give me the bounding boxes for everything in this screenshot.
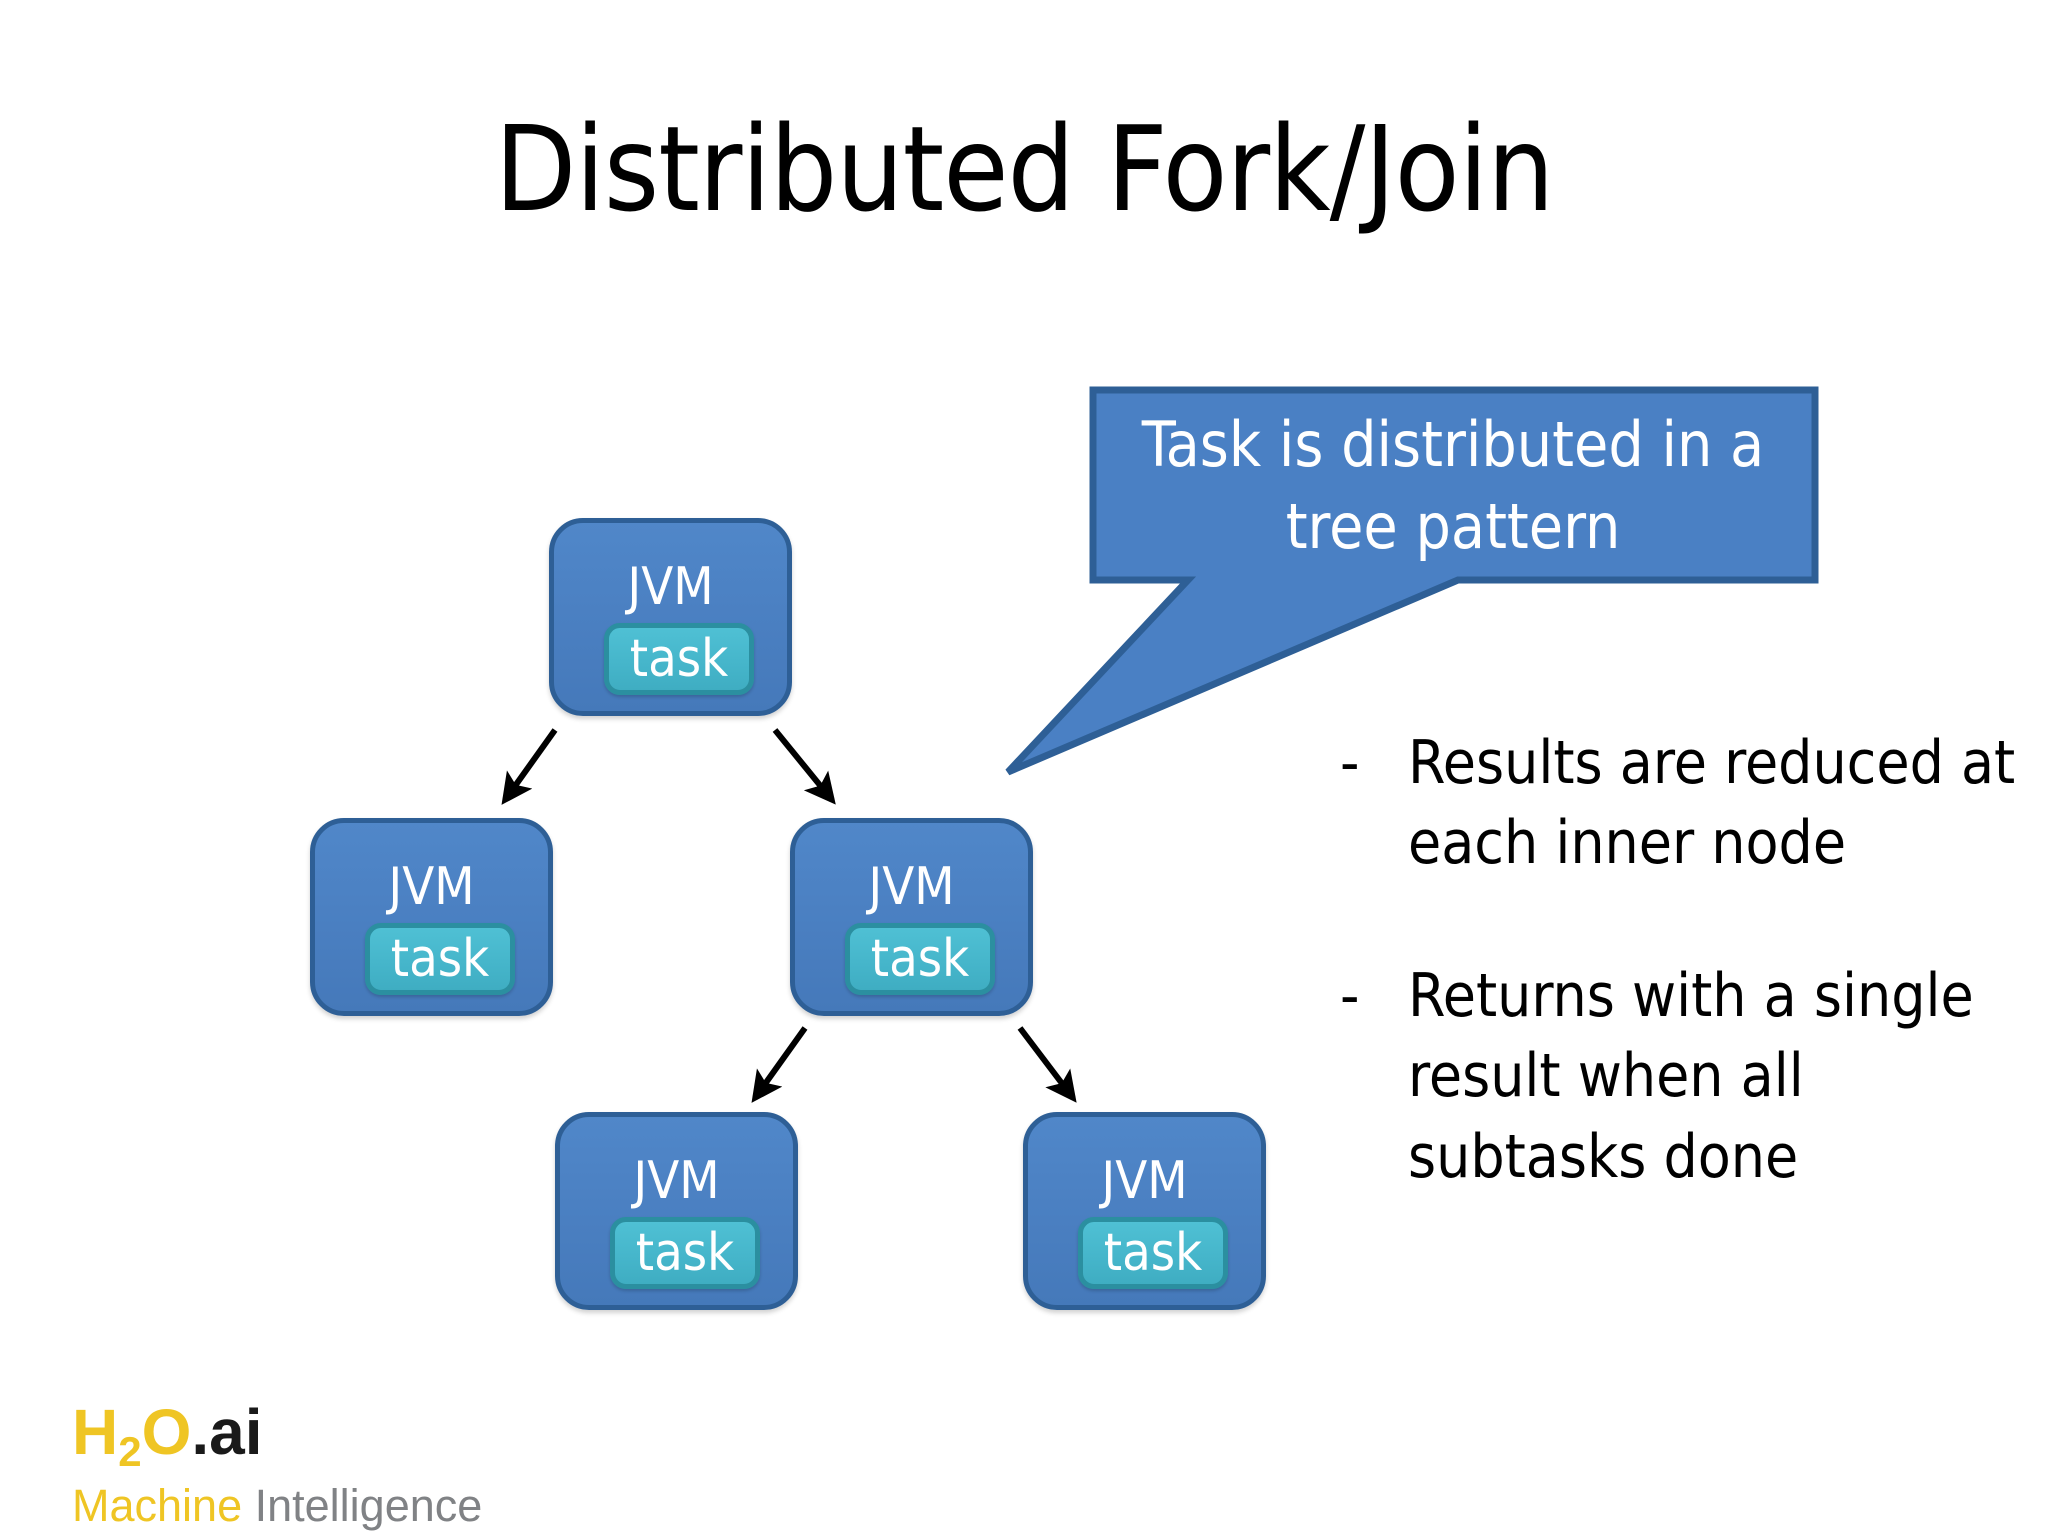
jvm-label: JVM xyxy=(1101,1151,1188,1211)
jvm-node-leaf-left[interactable]: JVM task xyxy=(555,1112,798,1310)
callout-group[interactable] xyxy=(1005,386,1819,776)
page-title: Distributed Fork/Join xyxy=(494,100,1555,238)
bullet-text: Returns with a single result when all su… xyxy=(1408,960,1974,1192)
task-pill[interactable]: task xyxy=(610,1217,760,1289)
bullet-marker: - xyxy=(1340,728,1360,798)
bullet-item-2: -Returns with a single result when all s… xyxy=(1340,956,2040,1197)
logo-dot-ai: .ai xyxy=(191,1396,263,1468)
bullet-marker: - xyxy=(1340,960,1360,1031)
jvm-node-mid-left[interactable]: JVM task xyxy=(310,818,553,1016)
task-pill[interactable]: task xyxy=(845,923,995,995)
task-label: task xyxy=(870,929,970,989)
bullet-list: -Results are reduced at each inner node-… xyxy=(1340,723,2040,1197)
task-pill[interactable]: task xyxy=(365,923,515,995)
task-label: task xyxy=(1103,1223,1203,1283)
jvm-label: JVM xyxy=(633,1151,720,1211)
jvm-label: JVM xyxy=(627,557,714,617)
logo-subscript-2: 2 xyxy=(118,1428,142,1475)
logo-tagline-intelligence: Intelligence xyxy=(254,1480,483,1531)
logo-wordmark: H2O.ai xyxy=(72,1400,482,1473)
jvm-node-leaf-right[interactable]: JVM task xyxy=(1023,1112,1266,1310)
jvm-label: JVM xyxy=(868,857,955,917)
h2o-logo: H2O.ai Machine Intelligence xyxy=(72,1400,482,1528)
task-pill[interactable]: task xyxy=(604,623,754,695)
jvm-node-mid-right[interactable]: JVM task xyxy=(790,818,1033,1016)
bullet-item-1: -Results are reduced at each inner node xyxy=(1340,723,2040,884)
callout-bubble[interactable] xyxy=(1005,386,1819,776)
task-label: task xyxy=(390,929,490,989)
logo-o: O xyxy=(141,1396,192,1468)
task-label: task xyxy=(629,629,729,689)
logo-tagline-space xyxy=(242,1480,255,1531)
task-pill[interactable]: task xyxy=(1078,1217,1228,1289)
logo-h: H xyxy=(72,1396,119,1468)
logo-tagline-machine: Machine xyxy=(72,1480,243,1531)
jvm-label: JVM xyxy=(388,857,475,917)
task-label: task xyxy=(635,1223,735,1283)
bullet-text: Results are reduced at each inner node xyxy=(1408,728,2016,879)
logo-tagline: Machine Intelligence xyxy=(72,1483,482,1528)
jvm-node-root[interactable]: JVM task xyxy=(549,518,792,716)
